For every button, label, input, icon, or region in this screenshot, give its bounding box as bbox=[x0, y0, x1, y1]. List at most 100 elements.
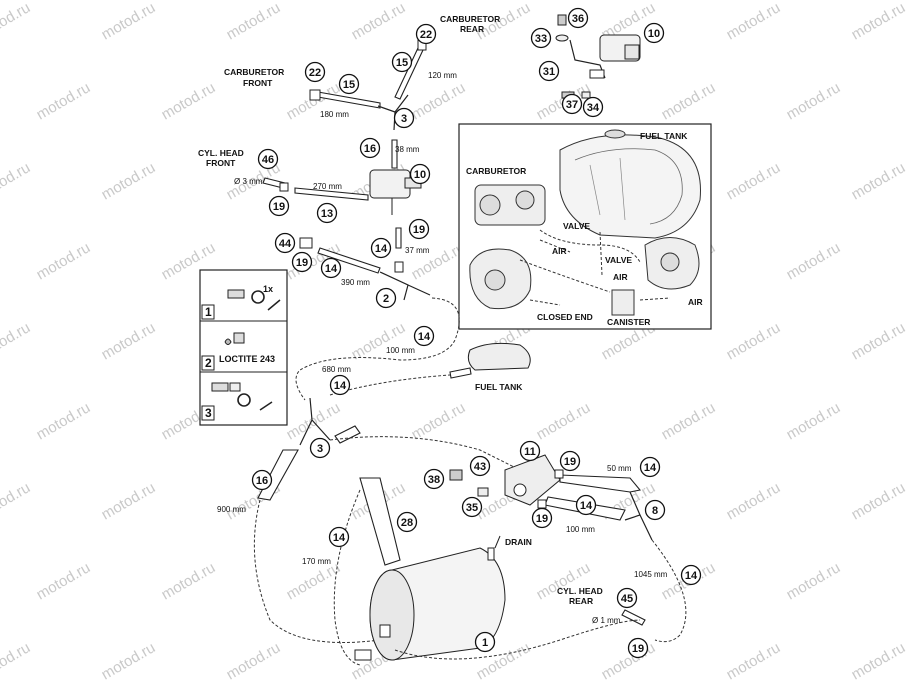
inset-valve-right-label: VALVE bbox=[605, 255, 632, 265]
callout-circle bbox=[567, 7, 589, 29]
watermark-text: motod.ru bbox=[99, 0, 159, 43]
part-labels: CARBURETOR REAR CARBURETOR FRONT CYL. HE… bbox=[198, 14, 603, 606]
watermark-text: motod.ru bbox=[659, 79, 719, 123]
callout-c19a: 19 bbox=[268, 195, 290, 217]
callout-c14e: 14 bbox=[639, 456, 661, 478]
cyl-head-rear-label-line2: REAR bbox=[569, 596, 593, 606]
inset-air-far-right-label: AIR bbox=[688, 297, 703, 307]
callout-c31: 31 bbox=[538, 60, 560, 82]
drain-label: DRAIN bbox=[505, 537, 532, 547]
inset-valve-left-label: VALVE bbox=[563, 221, 590, 231]
callout-c10b: 10 bbox=[409, 163, 431, 185]
callout-circle bbox=[474, 631, 496, 653]
callout-number: 2 bbox=[383, 293, 389, 305]
callout-number: 22 bbox=[309, 67, 321, 79]
callout-number: 8 bbox=[652, 505, 658, 517]
dim-680: 680 mm bbox=[322, 365, 351, 374]
watermark-text: motod.ru bbox=[0, 0, 33, 43]
callout-circle bbox=[530, 27, 552, 49]
dim-100-top: 100 mm bbox=[386, 346, 415, 355]
carb-front-label-line1: CARBURETOR bbox=[224, 67, 284, 77]
callout-c2: 2 bbox=[375, 287, 397, 309]
watermark-text: motod.ru bbox=[99, 479, 159, 523]
callout-c22b: 22 bbox=[304, 61, 326, 83]
cyl-head-front-label-line1: CYL. HEAD bbox=[198, 148, 244, 158]
watermark-text: motod.ru bbox=[159, 79, 219, 123]
callout-circle bbox=[304, 61, 326, 83]
callout-number: 34 bbox=[587, 102, 600, 114]
callout-circle bbox=[469, 455, 491, 477]
callout-number: 33 bbox=[535, 33, 547, 45]
callout-number: 45 bbox=[621, 593, 633, 605]
callout-circle bbox=[413, 325, 435, 347]
callout-circle bbox=[461, 496, 483, 518]
callout-c15a: 15 bbox=[391, 51, 413, 73]
watermark-text: motod.ru bbox=[724, 159, 784, 203]
watermark-text: motod.ru bbox=[849, 0, 909, 43]
callout-circle bbox=[375, 287, 397, 309]
callout-c43: 43 bbox=[469, 455, 491, 477]
callout-c3a: 3 bbox=[393, 107, 415, 129]
callout-number: 14 bbox=[334, 380, 347, 392]
callout-c1: 1 bbox=[474, 631, 496, 653]
watermark-text: motod.ru bbox=[724, 319, 784, 363]
cyl-head-front-label-line2: FRONT bbox=[206, 158, 236, 168]
callout-circle bbox=[415, 23, 437, 45]
callout-number: 35 bbox=[466, 502, 478, 514]
callout-circle bbox=[370, 237, 392, 259]
callout-number: 46 bbox=[262, 154, 274, 166]
watermark-text: motod.ru bbox=[34, 79, 94, 123]
callout-circle bbox=[559, 450, 581, 472]
watermark-text: motod.ru bbox=[849, 479, 909, 523]
callout-number: 16 bbox=[256, 475, 268, 487]
watermark-text: motod.ru bbox=[849, 639, 909, 682]
callout-c34: 34 bbox=[582, 96, 604, 118]
callout-number: 31 bbox=[543, 66, 555, 78]
inset-carburetor-label: CARBURETOR bbox=[466, 166, 526, 176]
callout-c14a: 14 bbox=[370, 237, 392, 259]
callout-number: 14 bbox=[685, 570, 698, 582]
watermark-text: motod.ru bbox=[0, 159, 33, 203]
callout-number: 14 bbox=[375, 243, 388, 255]
watermark-text: motod.ru bbox=[0, 479, 33, 523]
watermark-text: motod.ru bbox=[99, 639, 159, 682]
dim-1045: 1045 mm bbox=[634, 570, 668, 579]
callout-number: 19 bbox=[632, 643, 644, 655]
watermark-text: motod.ru bbox=[224, 639, 284, 682]
callout-circle bbox=[531, 507, 553, 529]
callout-c16a: 16 bbox=[359, 137, 381, 159]
callout-number: 19 bbox=[564, 456, 576, 468]
inset-panel: FUEL TANK CARBURETOR VALVE AIR VALVE AIR… bbox=[458, 123, 712, 330]
dim-170: 170 mm bbox=[302, 557, 331, 566]
callout-number: 13 bbox=[321, 208, 333, 220]
watermark-text: motod.ru bbox=[784, 559, 844, 603]
callout-number: 15 bbox=[343, 79, 355, 91]
callout-circle bbox=[538, 60, 560, 82]
callout-circle bbox=[329, 374, 351, 396]
callout-circle bbox=[359, 137, 381, 159]
callout-circle bbox=[409, 163, 431, 185]
watermark-text: motod.ru bbox=[34, 239, 94, 283]
callout-c36: 36 bbox=[567, 7, 589, 29]
callout-circle bbox=[627, 637, 649, 659]
callout-number: 28 bbox=[401, 517, 413, 529]
callout-number: 44 bbox=[279, 238, 292, 250]
watermark-text: motod.ru bbox=[534, 399, 594, 443]
dim-38: 38 mm bbox=[395, 145, 420, 154]
step-1-number: 1 bbox=[205, 305, 212, 319]
callout-circle bbox=[268, 195, 290, 217]
callout-number: 14 bbox=[644, 462, 657, 474]
dim-180: 180 mm bbox=[320, 110, 349, 119]
callout-circle bbox=[320, 257, 342, 279]
callout-number: 36 bbox=[572, 13, 584, 25]
callout-number: 19 bbox=[296, 257, 308, 269]
callout-circle bbox=[639, 456, 661, 478]
callout-number: 43 bbox=[474, 461, 486, 473]
callout-number: 10 bbox=[648, 28, 660, 40]
callout-c22a: 22 bbox=[415, 23, 437, 45]
dim-50: 50 mm bbox=[607, 464, 632, 473]
watermark-text: motod.ru bbox=[724, 639, 784, 682]
callout-number: 14 bbox=[580, 500, 593, 512]
callout-circle bbox=[393, 107, 415, 129]
